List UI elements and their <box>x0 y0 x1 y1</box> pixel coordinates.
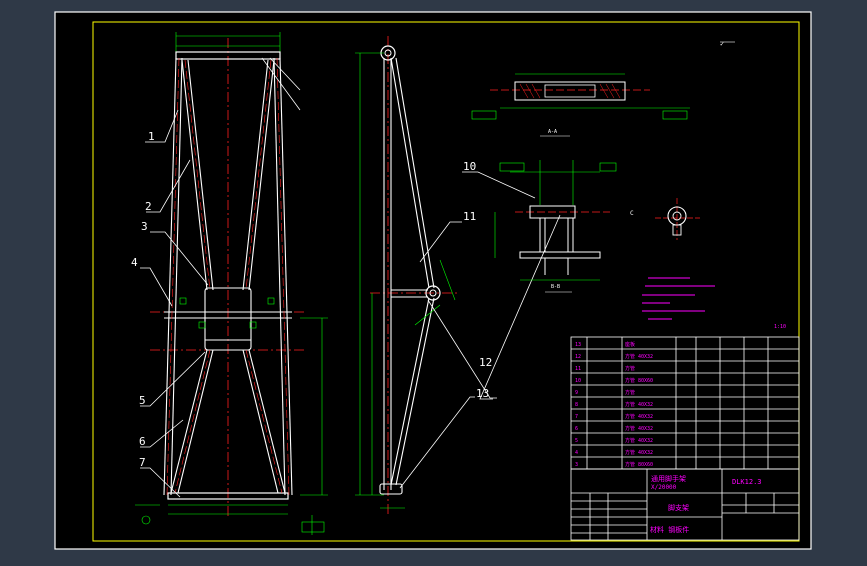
bom-row-name: 方管 40X32 <box>625 413 653 420</box>
title-name: 通用脚手架 <box>651 474 686 483</box>
bom-row-name: 方管 <box>625 365 635 372</box>
bom-row-no: 10 <box>575 378 581 384</box>
callout-5: 5 <box>139 394 146 407</box>
callout-1: 1 <box>148 130 155 143</box>
bom-row-name: 方管 80X60 <box>625 461 653 468</box>
callout-4: 4 <box>131 256 138 269</box>
surface-finish-mark: ✓ <box>720 40 724 48</box>
callout-13: 13 <box>476 387 489 400</box>
bom-row-name: 方管 40X32 <box>625 437 653 444</box>
callout-3: 3 <box>141 220 148 233</box>
bom-row-no: 7 <box>575 414 578 420</box>
callout-2: 2 <box>145 200 152 213</box>
bom-row-name: 方管 40X32 <box>625 425 653 432</box>
drawing-code: DLK12.3 <box>732 478 762 486</box>
title-sub: X/20000 <box>651 484 677 491</box>
technical-notes: 1:10 <box>642 277 786 330</box>
bom-row-no: 8 <box>575 402 578 408</box>
bom-row-no: 11 <box>575 366 581 372</box>
bom-table <box>570 336 800 470</box>
section-label-aa: A-A <box>548 129 557 135</box>
title-block <box>570 468 800 541</box>
side-view: 11 12 13 <box>355 36 561 515</box>
callout-7: 7 <box>139 456 146 469</box>
inner-frame <box>92 21 800 542</box>
bom-row-name: 座板 <box>625 341 635 348</box>
bom-text: 13 座板 12 方管 40X32 11 方管 10 方管 80X60 9 方管 8 方管 40X32… <box>575 341 653 468</box>
bom-row-no: 9 <box>575 390 578 396</box>
material: 材料 钢板件 <box>650 525 689 534</box>
callout-12: 12 <box>479 356 492 369</box>
bom-row-no: 5 <box>575 438 578 444</box>
detail-top: A-A <box>471 73 690 137</box>
bom-row-name: 方管 40X32 <box>625 449 653 456</box>
section-label-c: C <box>630 210 634 217</box>
part-name: 脚支架 <box>668 503 689 512</box>
detail-c: C <box>630 198 700 240</box>
bom-row-name: 方管 40X32 <box>625 401 653 408</box>
callout-6: 6 <box>139 435 146 448</box>
detail-mid: 10 B-B <box>462 160 617 293</box>
callout-11: 11 <box>463 210 476 223</box>
bom-row-name: 方管 80X60 <box>625 377 653 384</box>
bom-row-no: 4 <box>575 450 578 456</box>
bom-row-no: 6 <box>575 426 578 432</box>
front-view: 1 2 3 4 5 6 7 <box>131 32 328 535</box>
bom-row-no: 13 <box>575 342 581 348</box>
revision-mark: 1:10 <box>774 324 786 330</box>
bom-row-name: 方管 <box>625 389 635 396</box>
callout-10: 10 <box>463 160 476 173</box>
bom-row-no: 12 <box>575 354 581 360</box>
bom-row-no: 3 <box>575 462 578 468</box>
bom-row-name: 方管 40X32 <box>625 353 653 360</box>
section-label-bb: B-B <box>551 284 560 290</box>
